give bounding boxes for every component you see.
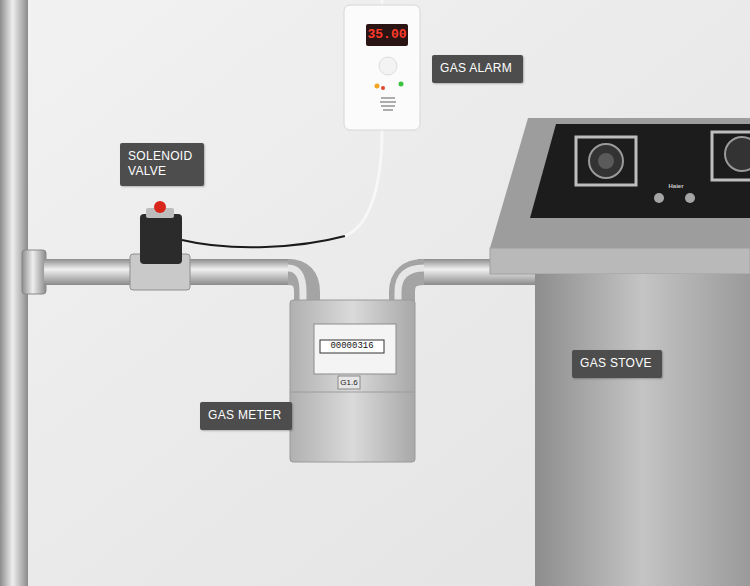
alarm-display xyxy=(366,24,408,46)
alarm-cable xyxy=(345,130,382,236)
callout-box: GAS METER xyxy=(200,402,292,430)
callout-text: SOLENOID VALVE xyxy=(128,149,196,179)
knob xyxy=(654,193,664,203)
callout-text: GAS STOVE xyxy=(580,356,654,371)
burner-grate xyxy=(712,132,750,180)
speaker-grille xyxy=(380,98,396,110)
meter-face xyxy=(314,324,396,374)
counter-edge xyxy=(490,248,750,274)
status-led xyxy=(375,84,380,89)
callout-box: GAS ALARM xyxy=(432,55,523,83)
burner-grate xyxy=(576,137,636,185)
reset-button xyxy=(154,201,166,213)
control-wire xyxy=(182,236,345,247)
cabinet xyxy=(535,274,750,586)
burner-cap xyxy=(598,153,614,169)
alarm-button xyxy=(379,57,397,75)
meter-counter xyxy=(320,340,384,353)
callout-text: GAS METER xyxy=(208,408,284,423)
cooktop xyxy=(530,124,750,218)
meter-reading: 00000316 xyxy=(320,341,384,352)
brand-mark: Haier xyxy=(662,182,690,190)
knob xyxy=(685,193,695,203)
solenoid-body xyxy=(140,214,182,264)
rating-plate xyxy=(338,376,360,389)
meter-housing xyxy=(290,300,415,462)
callout-text: GAS ALARM xyxy=(440,61,515,76)
led-readout: 35.00 xyxy=(366,27,408,43)
alarm-housing xyxy=(344,5,420,130)
status-led xyxy=(381,86,385,90)
meter-seam xyxy=(290,392,415,393)
callout-box: GAS STOVE xyxy=(572,350,662,378)
burner xyxy=(589,144,623,178)
pipe-tee xyxy=(22,250,46,294)
burner xyxy=(725,137,750,171)
callout-box: SOLENOID VALVE xyxy=(120,143,204,186)
meter-rating: G1.6 xyxy=(338,377,360,389)
status-led xyxy=(399,82,404,87)
